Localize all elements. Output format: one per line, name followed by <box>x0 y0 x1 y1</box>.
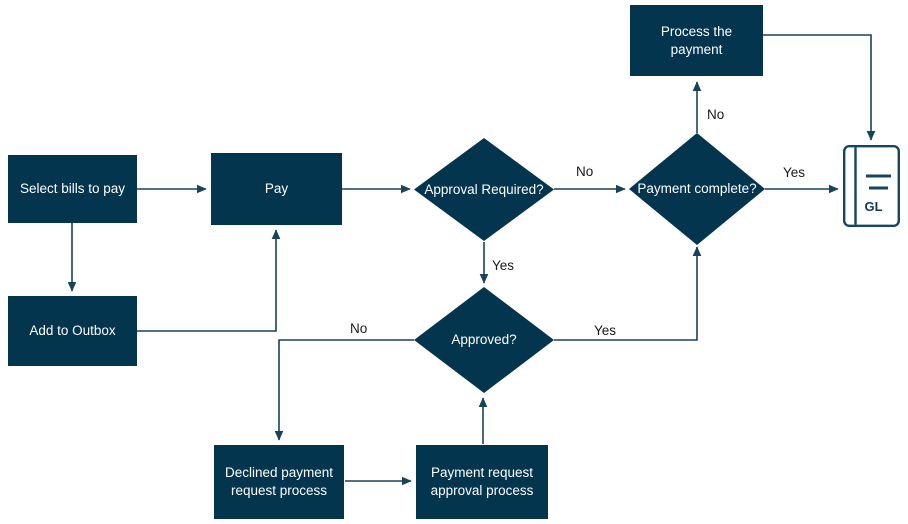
diamond-shape <box>414 287 554 393</box>
node-approved[interactable]: Approved? <box>414 287 554 393</box>
edge-label-approved-no: No <box>350 321 368 336</box>
node-payment-complete[interactable]: Payment complete? <box>629 133 765 245</box>
edge-label-approved-yes: Yes <box>594 323 617 338</box>
node-label: Approved? <box>451 332 517 348</box>
node-label: Select bills to pay <box>19 181 126 197</box>
diamond-shape <box>629 133 765 245</box>
node-approval-required[interactable]: Approval Required? <box>414 138 554 241</box>
gl-label: GL <box>864 199 883 214</box>
node-label: Add to Outbox <box>29 323 116 339</box>
node-label: Pay <box>264 181 289 197</box>
node-pay[interactable]: Pay <box>211 153 342 225</box>
node-select-bills-to-pay[interactable]: Select bills to pay <box>8 155 137 223</box>
node-add-to-outbox[interactable]: Add to Outbox <box>8 296 137 366</box>
edge-label-payment-complete-yes: Yes <box>783 165 806 180</box>
diamond-shape <box>414 138 554 241</box>
edge-label-payment-complete-no: No <box>707 107 725 122</box>
node-gl-ledger[interactable]: GL <box>843 145 900 227</box>
edge-label-approval-required-no: No <box>576 164 594 179</box>
node-label: Declined payment request process <box>224 465 334 498</box>
node-label: Process the payment <box>660 23 733 57</box>
edge-outbox-to-pay <box>137 229 281 332</box>
ledger-book-icon <box>843 145 900 227</box>
edge-process-to-gl <box>763 34 876 141</box>
edge-label-approval-required-yes: Yes <box>492 258 515 273</box>
node-label-wrap: Payment complete? <box>629 133 765 245</box>
node-declined-payment-request-process[interactable]: Declined payment request process <box>214 445 344 519</box>
node-label-wrap: Approval Required? <box>414 138 554 241</box>
node-label-wrap: Approved? <box>414 287 554 393</box>
node-payment-request-approval-process[interactable]: Payment request approval process <box>416 445 548 519</box>
edge-approved-no <box>274 339 414 441</box>
node-label: Payment complete? <box>637 181 757 197</box>
node-process-the-payment[interactable]: Process the payment <box>630 5 763 76</box>
node-label: Approval Required? <box>424 181 544 197</box>
node-label: Payment request approval process <box>430 465 534 498</box>
edge-approved-yes <box>554 246 702 341</box>
